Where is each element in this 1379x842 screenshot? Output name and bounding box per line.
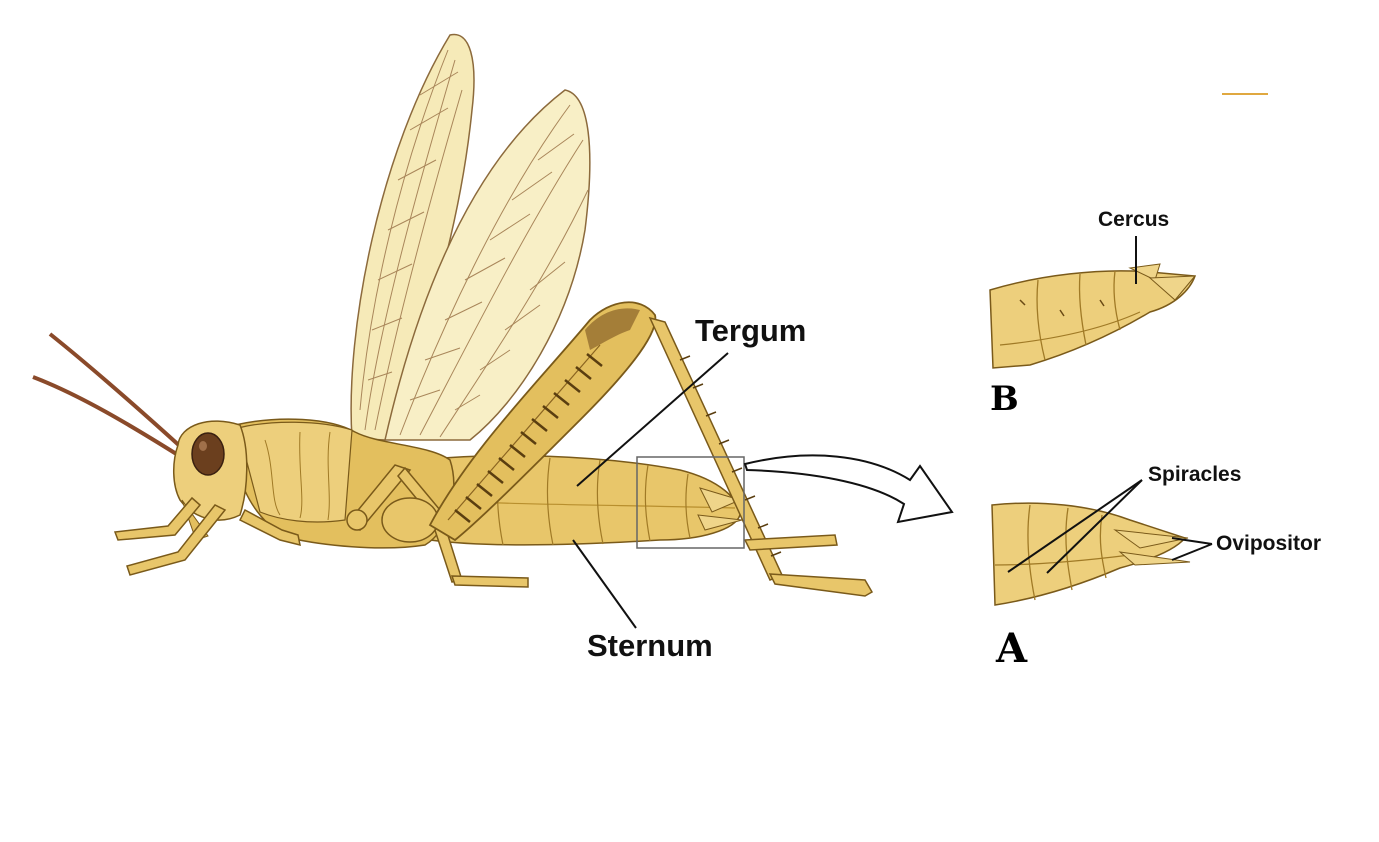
sternum-leader bbox=[572, 539, 637, 629]
panel-label-a: A bbox=[995, 625, 1028, 672]
label-spiracles: Spiracles bbox=[1148, 463, 1241, 486]
hind-femur bbox=[428, 301, 657, 542]
middle-leg bbox=[346, 464, 529, 588]
label-cercus: Cercus bbox=[1098, 208, 1169, 231]
spiracles-leader bbox=[1046, 479, 1143, 574]
ovipositor-leader bbox=[1171, 537, 1213, 545]
hind-tibia bbox=[648, 316, 874, 597]
detail-b-abdomen bbox=[989, 263, 1197, 369]
label-ovipositor: Ovipositor bbox=[1216, 532, 1321, 555]
ovipositor-leader bbox=[1171, 543, 1213, 561]
front-legs bbox=[113, 496, 301, 576]
tergum-leader bbox=[576, 352, 729, 487]
hindwing bbox=[384, 89, 591, 441]
tibia-spines bbox=[679, 355, 782, 557]
zoom-arrow bbox=[743, 454, 954, 524]
detail-a-abdomen bbox=[991, 502, 1191, 606]
antenna bbox=[32, 375, 180, 457]
spiracles-leader bbox=[1007, 479, 1143, 573]
label-tergum: Tergum bbox=[695, 313, 806, 348]
compound-eye bbox=[191, 432, 225, 476]
label-sternum: Sternum bbox=[587, 628, 713, 663]
grasshopper-illustration bbox=[32, 33, 954, 597]
head bbox=[173, 420, 248, 541]
zoom-box bbox=[636, 456, 745, 549]
antenna bbox=[48, 332, 184, 450]
panel-label-b: B bbox=[990, 379, 1019, 419]
